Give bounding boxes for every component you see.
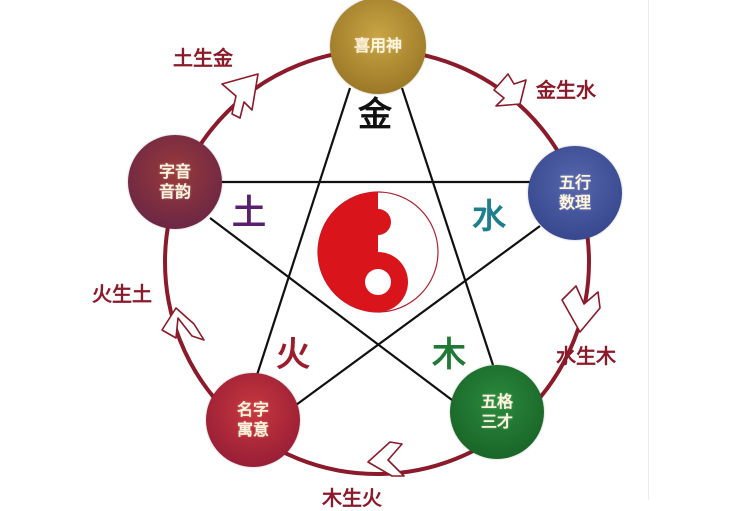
- pentagram-lines: [209, 87, 541, 406]
- relation-fire-generates-earth: 火生土: [92, 282, 152, 306]
- node-five-elements-numerology: 五行 数理: [528, 146, 622, 240]
- node-name-meaning-line1: 名字: [236, 400, 269, 419]
- node-five-grids-three-talents: 五格 三才: [450, 365, 544, 459]
- relation-water-generates-wood: 水生木: [556, 344, 616, 368]
- cycle-arrows: [161, 73, 601, 477]
- node-numerology-line2: 数理: [558, 193, 591, 212]
- arrow-water-to-wood-icon: [561, 285, 601, 333]
- yin-yang-icon: [317, 191, 439, 313]
- relation-earth-generates-metal: 土生金: [173, 46, 233, 70]
- arrow-fire-to-earth-icon: [161, 307, 205, 341]
- relation-metal-generates-water: 金生水: [536, 78, 596, 102]
- element-water: 水: [472, 197, 506, 237]
- node-favorable-god: 喜用神: [330, 0, 426, 94]
- node-numerology-line1: 五行: [558, 173, 591, 192]
- node-phonetics-line2: 音韵: [158, 182, 191, 201]
- node-name-meaning-line2: 寓意: [236, 420, 269, 439]
- node-name-meaning: 名字 寓意: [206, 373, 300, 467]
- element-metal: 金: [358, 95, 392, 135]
- diagram-graphics: [161, 48, 601, 477]
- arrow-metal-to-water-icon: [493, 73, 527, 107]
- element-wood: 木: [432, 335, 466, 375]
- arrow-earth-to-metal-icon: [221, 73, 259, 119]
- relation-wood-generates-fire: 木生火: [322, 486, 382, 510]
- node-favorable-god-label: 喜用神: [353, 36, 402, 55]
- element-earth: 土: [232, 193, 266, 233]
- node-phonetics-line1: 字音: [158, 162, 191, 181]
- node-five-grids-line2: 三才: [480, 412, 513, 431]
- element-fire: 火: [276, 335, 310, 375]
- five-elements-diagram: 喜用神 五行 数理 五格 三才 名字 寓意 字音 音韵 金 水 木 火 土 土生…: [92, 0, 649, 510]
- node-five-grids-line1: 五格: [480, 392, 513, 411]
- node-phonetics: 字音 音韵: [128, 135, 222, 229]
- edge-divider: [648, 0, 649, 500]
- arrow-wood-to-fire-icon: [367, 441, 405, 477]
